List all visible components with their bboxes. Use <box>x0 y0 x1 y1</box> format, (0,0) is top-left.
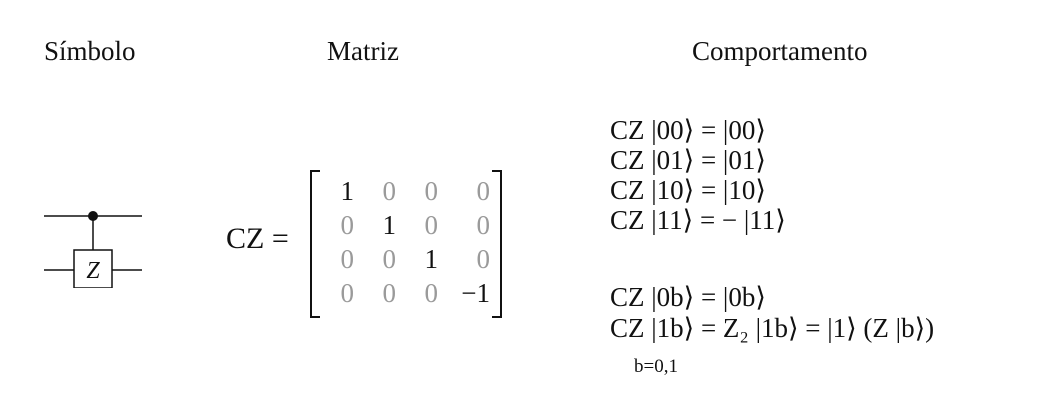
right-bracket <box>492 170 502 318</box>
header-symbol: Símbolo <box>44 36 136 66</box>
matrix-cell-4-2: 0 <box>382 278 397 308</box>
behavior-general-1b: CZ |1b⟩ = Z₂ |1b⟩ = |1⟩ (Z |b⟩) <box>610 313 935 343</box>
matrix-cell-4-3: 0 <box>424 278 439 308</box>
behavior-equation-01: CZ |01⟩ = |01⟩ <box>610 145 766 175</box>
header-behavior: Comportamento <box>692 36 868 66</box>
header-matrix: Matriz <box>327 36 399 66</box>
z-gate-box <box>73 249 113 288</box>
cz-matrix: 1 0 0 0 0 1 0 0 0 0 1 0 0 0 0 −1 <box>310 170 502 318</box>
z-gate-label: Z <box>86 258 100 284</box>
matrix-cell-3-2: 0 <box>382 244 397 274</box>
matrix-cell-2-2: 1 <box>382 210 397 240</box>
matrix-cell-3-3: 1 <box>424 244 439 274</box>
matrix-cell-3-1: 0 <box>340 244 355 274</box>
matrix-cell-2-3: 0 <box>424 210 439 240</box>
matrix-cell-1-4: 0 <box>476 176 491 206</box>
behavior-equation-11: CZ |11⟩ = − |11⟩ <box>610 205 786 235</box>
matrix-cell-2-4: 0 <box>476 210 491 240</box>
matrix-cell-1-1: 1 <box>340 176 355 206</box>
matrix-cell-4-1: 0 <box>340 278 355 308</box>
cz-circuit-symbol: Z <box>44 211 142 288</box>
matrix-cell-1-2: 0 <box>382 176 397 206</box>
matrix-cell-1-3: 0 <box>424 176 439 206</box>
matrix-label: CZ = <box>226 222 289 255</box>
behavior-equation-10: CZ |10⟩ = |10⟩ <box>610 175 766 205</box>
behavior-condition: b=0,1 <box>634 356 678 377</box>
behavior-general-0b: CZ |0b⟩ = |0b⟩ <box>610 282 766 312</box>
matrix-cell-2-1: 0 <box>340 210 355 240</box>
matrix-cell-3-4: 0 <box>476 244 491 274</box>
behavior-equation-00: CZ |00⟩ = |00⟩ <box>610 115 766 145</box>
matrix-cell-4-4: −1 <box>461 278 490 308</box>
left-bracket <box>310 170 320 318</box>
